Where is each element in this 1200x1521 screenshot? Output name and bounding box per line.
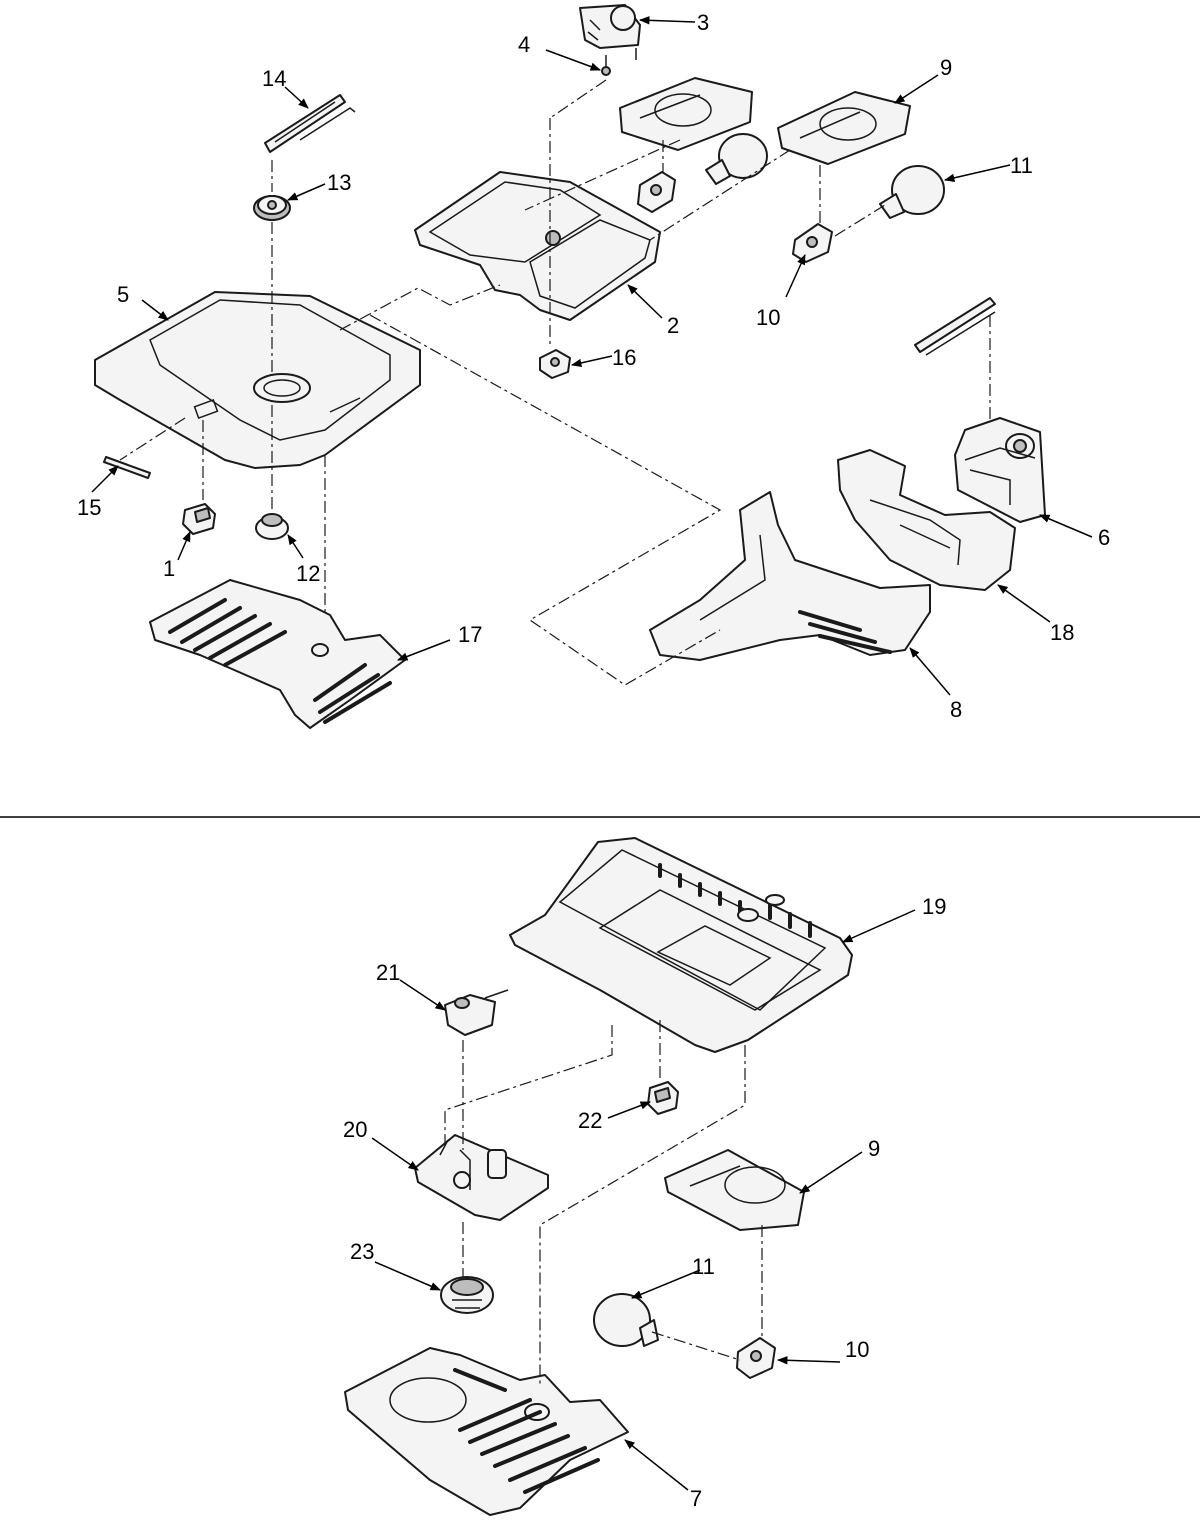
callout-16: 16 <box>612 345 636 370</box>
part-16-bracket <box>539 349 571 379</box>
leader-lines <box>91 16 1093 1491</box>
part-1-switch <box>182 503 216 535</box>
callout-labels: 3 4 14 13 5 2 9 11 10 16 15 1 12 17 6 18… <box>77 10 1110 1511</box>
callout-11-top: 11 <box>1010 153 1033 178</box>
part-21-component <box>444 989 509 1036</box>
part-12-knob <box>255 513 289 540</box>
bottom-guide-lines <box>444 1020 763 1385</box>
part-6-dispenser-module <box>954 417 1046 523</box>
part-4-screw <box>601 55 611 76</box>
callout-10-top: 10 <box>756 305 780 330</box>
part-5-housing <box>94 291 421 469</box>
callout-4: 4 <box>518 32 530 57</box>
callout-19: 19 <box>922 894 946 919</box>
callout-5: 5 <box>117 282 129 307</box>
callout-22: 22 <box>578 1108 602 1133</box>
callout-17: 17 <box>458 622 482 647</box>
part-8-chute <box>649 491 931 661</box>
part-13-gear <box>253 195 291 221</box>
part-3-motor <box>579 4 641 60</box>
callout-23: 23 <box>350 1239 374 1264</box>
part-20-control-board <box>414 1134 549 1221</box>
part-15-lens <box>103 456 151 479</box>
top-guide-lines <box>119 79 991 686</box>
callout-12: 12 <box>296 561 320 586</box>
part-11-bulb-bottom <box>593 1293 659 1347</box>
callout-10-bottom: 10 <box>845 1337 869 1362</box>
part-14-belt <box>264 94 356 153</box>
callout-8: 8 <box>950 697 962 722</box>
part-11-bulb-right <box>879 165 945 219</box>
part-17-cover <box>149 579 406 729</box>
callout-20: 20 <box>343 1117 367 1142</box>
callout-21: 21 <box>376 960 400 985</box>
part-9-cover-right <box>777 91 911 165</box>
part-10-socket-left <box>637 171 676 213</box>
bottom-assembly <box>344 837 853 1516</box>
callout-13: 13 <box>327 170 351 195</box>
part-18-housing <box>837 449 1016 591</box>
callout-11-bottom: 11 <box>692 1254 715 1279</box>
callout-7: 7 <box>690 1486 702 1511</box>
callout-9-top: 9 <box>940 55 952 80</box>
part-9-cover-left <box>619 77 753 151</box>
callout-15: 15 <box>77 495 101 520</box>
part-belt-right <box>914 297 996 356</box>
part-11-bulb-left <box>705 133 768 185</box>
callout-9-bottom: 9 <box>868 1136 880 1161</box>
part-9-cover-bottom <box>664 1149 805 1231</box>
callout-3: 3 <box>697 10 709 35</box>
part-7-bottom-cover <box>344 1347 629 1516</box>
part-22-switch <box>647 1081 679 1115</box>
part-19-tray <box>509 837 853 1053</box>
top-assembly <box>94 4 1046 729</box>
part-10-socket-bottom <box>736 1337 776 1379</box>
callout-18: 18 <box>1050 620 1074 645</box>
callout-14: 14 <box>262 66 286 91</box>
part-10-socket-right <box>792 223 833 263</box>
callout-6: 6 <box>1098 525 1110 550</box>
callout-2: 2 <box>667 313 679 338</box>
part-2-frame <box>414 171 661 321</box>
callout-1: 1 <box>163 556 175 581</box>
part-23-knob <box>440 1276 494 1314</box>
